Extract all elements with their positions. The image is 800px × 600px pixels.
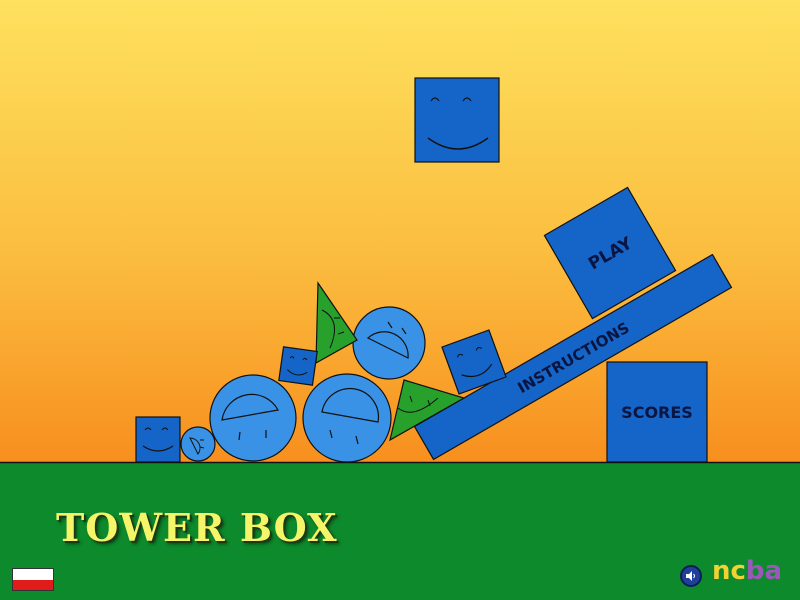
smiley-box-tilted (441, 329, 507, 395)
green-triangle-right (389, 379, 466, 442)
game-title: TOWER BOX (56, 505, 338, 550)
smiley-box-ground (135, 416, 181, 463)
logo-part1: nc (712, 556, 746, 586)
blue-circle-small (180, 426, 216, 462)
blue-circle-large-right (302, 373, 392, 463)
language-flag-icon[interactable] (12, 568, 54, 591)
scores-label: SCORES (621, 403, 693, 422)
falling-smiley-box (414, 77, 500, 163)
smiley-box-small (278, 346, 318, 386)
publisher-logo[interactable]: ncba (712, 556, 782, 586)
play-button[interactable]: PLAY (543, 186, 677, 320)
speaker-icon[interactable] (680, 565, 702, 587)
blue-circle-middle (352, 306, 426, 380)
scores-button[interactable]: SCORES (606, 361, 708, 463)
logo-part2: ba (745, 556, 783, 586)
green-triangle-upper (315, 281, 358, 365)
blue-circle-large-left (209, 374, 297, 462)
ground (0, 462, 800, 600)
